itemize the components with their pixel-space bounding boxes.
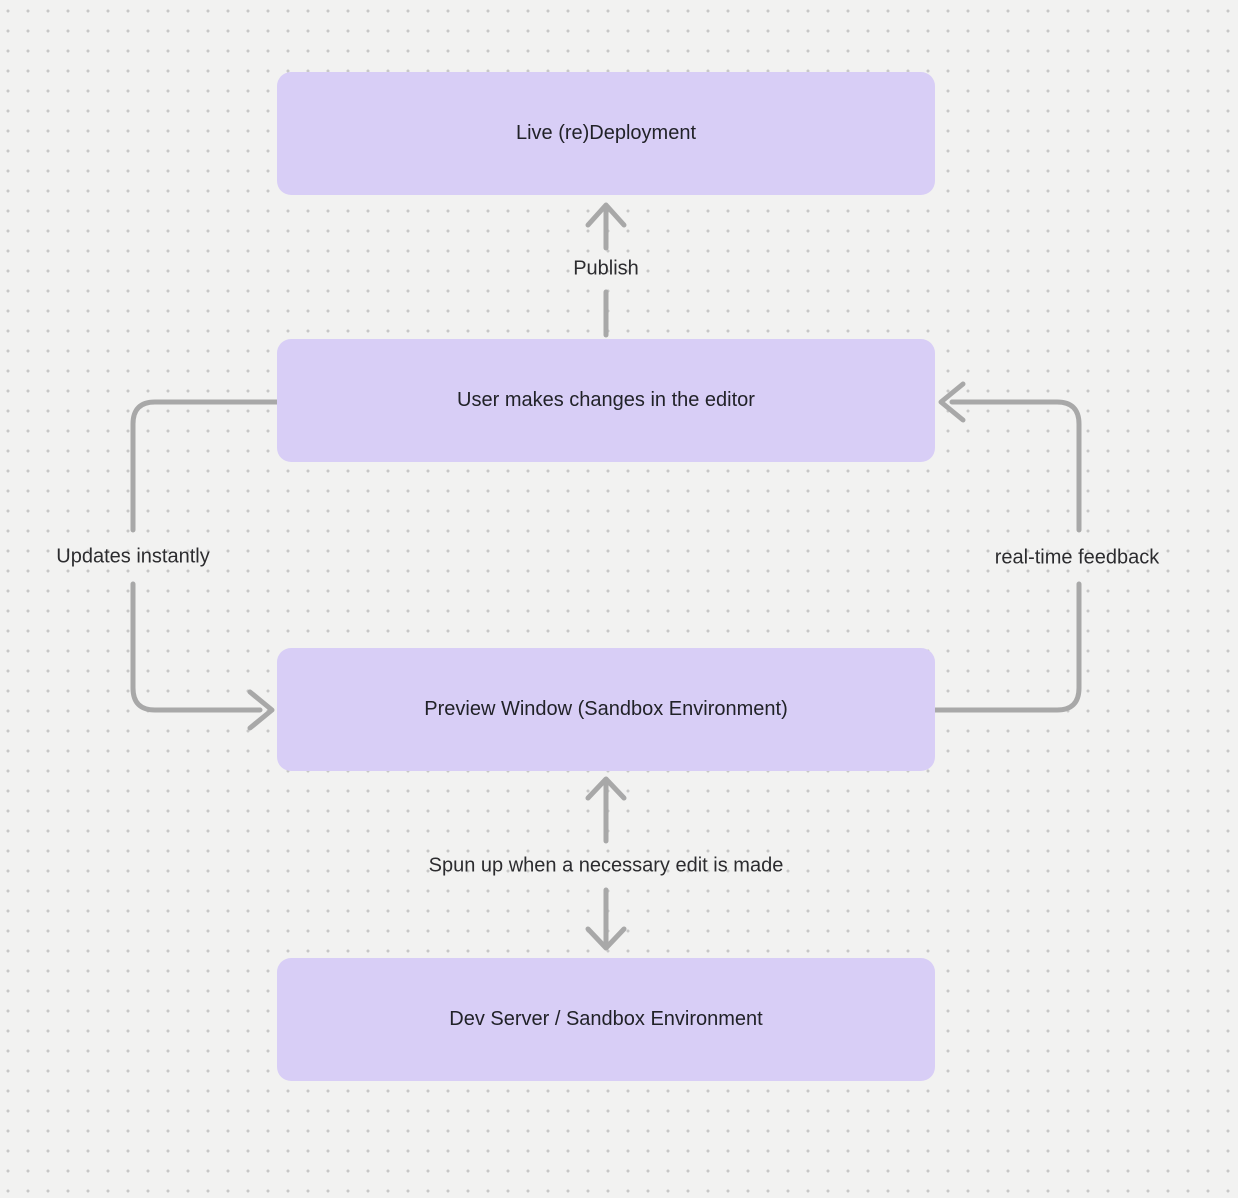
edge-label-publish: Publish [573, 257, 639, 280]
edge-label-spun-up: Spun up when a necessary edit is made [428, 854, 784, 877]
node-live-redeployment-label: Live (re)Deployment [515, 122, 697, 144]
node-user-editor-label: User makes changes in the editor [457, 389, 755, 411]
node-dev-server[interactable]: Dev Server / Sandbox Environment [277, 958, 935, 1081]
node-dev-server-label: Dev Server / Sandbox Environment [449, 1008, 763, 1030]
node-preview-window-label: Preview Window (Sandbox Environment) [424, 698, 788, 720]
edge-label-real-time-feedback: real-time feedback [994, 546, 1160, 569]
node-user-editor[interactable]: User makes changes in the editor [277, 339, 935, 462]
node-live-redeployment[interactable]: Live (re)Deployment [277, 72, 935, 195]
node-preview-window[interactable]: Preview Window (Sandbox Environment) [277, 648, 935, 771]
edge-label-updates-instantly: Updates instantly [56, 545, 210, 568]
